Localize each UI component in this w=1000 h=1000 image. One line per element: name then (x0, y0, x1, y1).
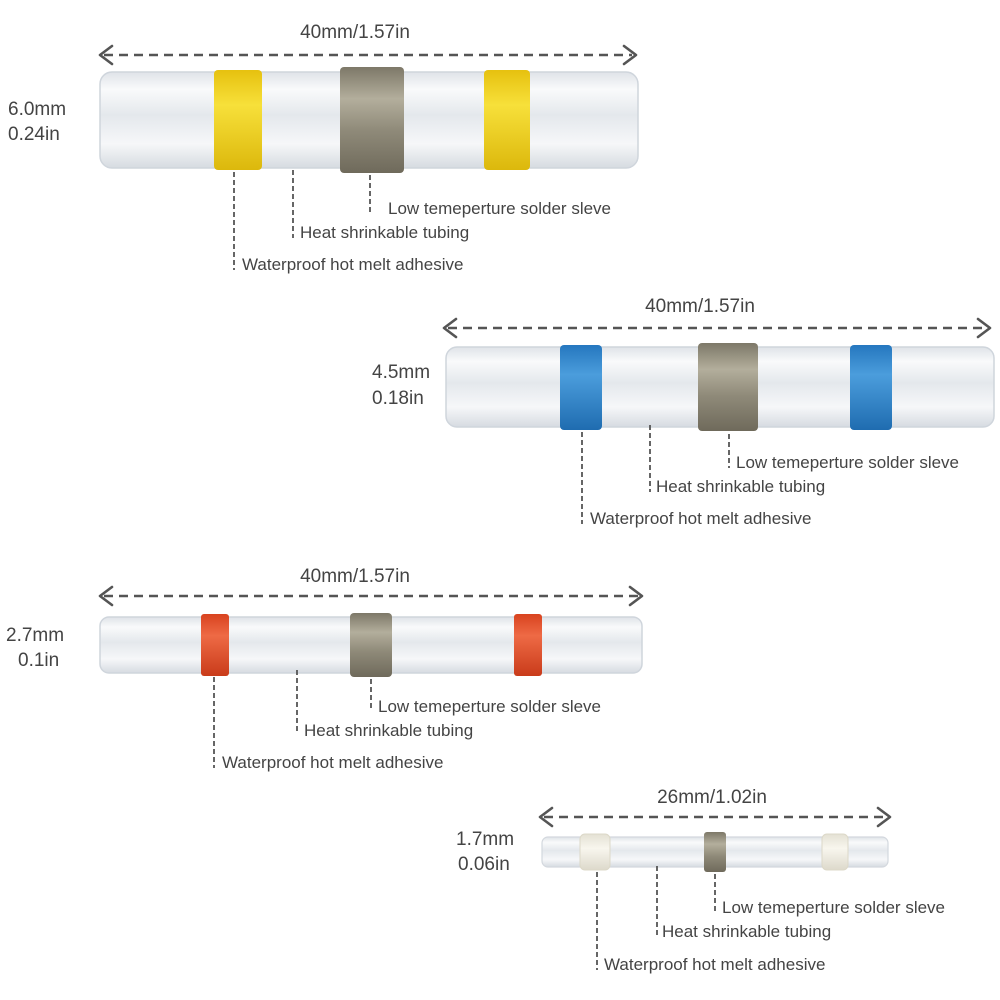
adhesive-band-right (850, 345, 892, 430)
arrow-right-icon (628, 585, 644, 607)
diameter-mm: 6.0mm (8, 99, 66, 120)
label-tubing: Heat shrinkable tubing (662, 922, 831, 941)
adhesive-band-left (579, 833, 611, 871)
diameter-in: 0.1in (18, 650, 59, 671)
arrow-right-icon (876, 806, 892, 828)
solder-sleeve (698, 343, 758, 431)
adhesive-band-right (484, 70, 530, 170)
adhesive-band-left (201, 614, 229, 676)
connector-red: 40mm/1.57in 2.7mm 0.1in Low temeperture … (6, 566, 644, 772)
length-dimension: 40mm/1.57in (442, 296, 992, 339)
label-tubing: Heat shrinkable tubing (304, 721, 473, 740)
diameter-mm: 2.7mm (6, 625, 64, 646)
label-tubing: Heat shrinkable tubing (656, 477, 825, 496)
adhesive-band-right (821, 833, 849, 871)
connector-clear: 26mm/1.02in 1.7mm 0.06in Low temeperture… (456, 787, 945, 974)
arrow-left-icon (442, 317, 458, 339)
length-label: 40mm/1.57in (300, 566, 410, 587)
label-adhesive: Waterproof hot melt adhesive (242, 255, 463, 274)
label-adhesive: Waterproof hot melt adhesive (590, 509, 811, 528)
label-solder: Low temeperture solder sleve (378, 697, 601, 716)
label-adhesive: Waterproof hot melt adhesive (604, 955, 825, 974)
connector-yellow: 40mm/1.57in 6.0mm 0.24in Low temeperture… (8, 22, 639, 274)
length-dimension: 40mm/1.57in (98, 566, 644, 607)
diameter-in: 0.24in (8, 124, 60, 145)
solder-sleeve (704, 832, 726, 872)
connector-blue: 40mm/1.57in 4.5mm 0.18in Low temeperture… (372, 296, 995, 528)
label-solder: Low temeperture solder sleve (736, 453, 959, 472)
solder-sleeve (350, 613, 392, 677)
diameter-in: 0.18in (372, 388, 424, 409)
label-adhesive: Waterproof hot melt adhesive (222, 753, 443, 772)
length-label: 40mm/1.57in (645, 296, 755, 317)
arrow-left-icon (538, 806, 554, 828)
label-solder: Low temeperture solder sleve (388, 199, 611, 218)
length-label: 40mm/1.57in (300, 22, 410, 43)
label-tubing: Heat shrinkable tubing (300, 223, 469, 242)
adhesive-band-left (560, 345, 602, 430)
diameter-mm: 4.5mm (372, 362, 430, 383)
diameter-mm: 1.7mm (456, 829, 514, 850)
diameter-in: 0.06in (458, 854, 510, 875)
length-dimension: 26mm/1.02in (538, 787, 892, 828)
arrow-left-icon (98, 44, 114, 66)
adhesive-band-right (514, 614, 542, 676)
arrow-right-icon (622, 44, 638, 66)
label-solder: Low temeperture solder sleve (722, 898, 945, 917)
adhesive-band-left (214, 70, 262, 170)
arrow-left-icon (98, 585, 114, 607)
length-dimension: 40mm/1.57in (98, 22, 638, 66)
length-label: 26mm/1.02in (657, 787, 767, 808)
arrow-right-icon (976, 317, 992, 339)
solder-sleeve (340, 67, 404, 173)
